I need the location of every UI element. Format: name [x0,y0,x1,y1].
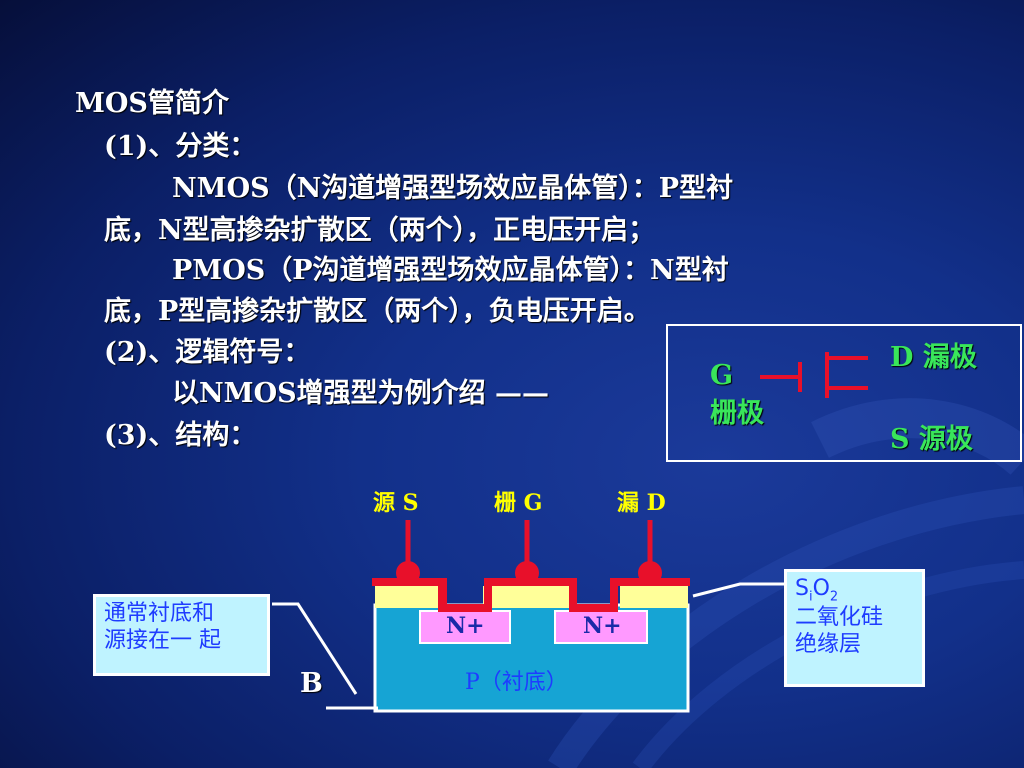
metal-layer [372,578,690,612]
n-plus-right [554,610,648,644]
text-line-4: PMOS（P沟道增强型场效应晶体管）：N型衬 [172,255,729,286]
source-terminal-label: 源 S [373,490,419,516]
right-callout-pointer [692,582,786,598]
oxide-right [620,586,688,608]
right-callout-line-2: 绝缘层 [795,632,862,658]
left-callout: 通常衬底和 源接在一 起 [93,594,270,676]
page-title: MOS管简介 [75,88,229,119]
source-dot [396,561,420,585]
b-terminal-label: B [300,668,323,699]
text-line-1: (1)、分类： [104,131,257,162]
oxide-middle [483,586,573,608]
left-callout-pointer [272,602,358,695]
text-line-6: (2)、逻辑符号： [104,337,311,368]
right-callout-line-1: 二氧化硅 [795,605,884,631]
text-line-8: (3)、结构： [104,420,257,451]
symbol-g-cn-label: 栅极 [710,398,764,429]
substrate-label: P（衬底） [465,670,568,695]
symbol-drain-label: D 漏极 [890,342,977,373]
symbol-source-label: S 源极 [890,424,973,455]
text-line-7: 以NMOS增强型为例介绍 —— [172,378,549,409]
oxide-left [375,586,445,608]
text-line-2: NMOS（N沟道增强型场效应晶体管）：P型衬 [172,173,734,204]
text-line-5: 底，P型高掺杂扩散区（两个），负电压开启。 [104,296,651,327]
gate-terminal-label: 栅 G [494,490,543,516]
left-callout-line-1: 通常衬底和 [104,601,215,626]
drain-dot [638,561,662,585]
drain-terminal-label: 漏 D [617,490,666,516]
n-plus-left-label: N+ [446,613,485,639]
left-callout-line-2: 源接在一 起 [104,627,221,653]
right-callout: SiO2 二氧化硅 绝缘层 [784,569,925,687]
logic-symbol-box [666,324,1022,462]
sio2-formula: SiO2 [795,576,839,605]
gate-dot [515,561,539,585]
text-line-3: 底，N型高掺杂扩散区（两个），正电压开启； [104,215,656,246]
n-plus-right-label: N+ [583,613,622,639]
symbol-g-label: G [710,360,734,391]
